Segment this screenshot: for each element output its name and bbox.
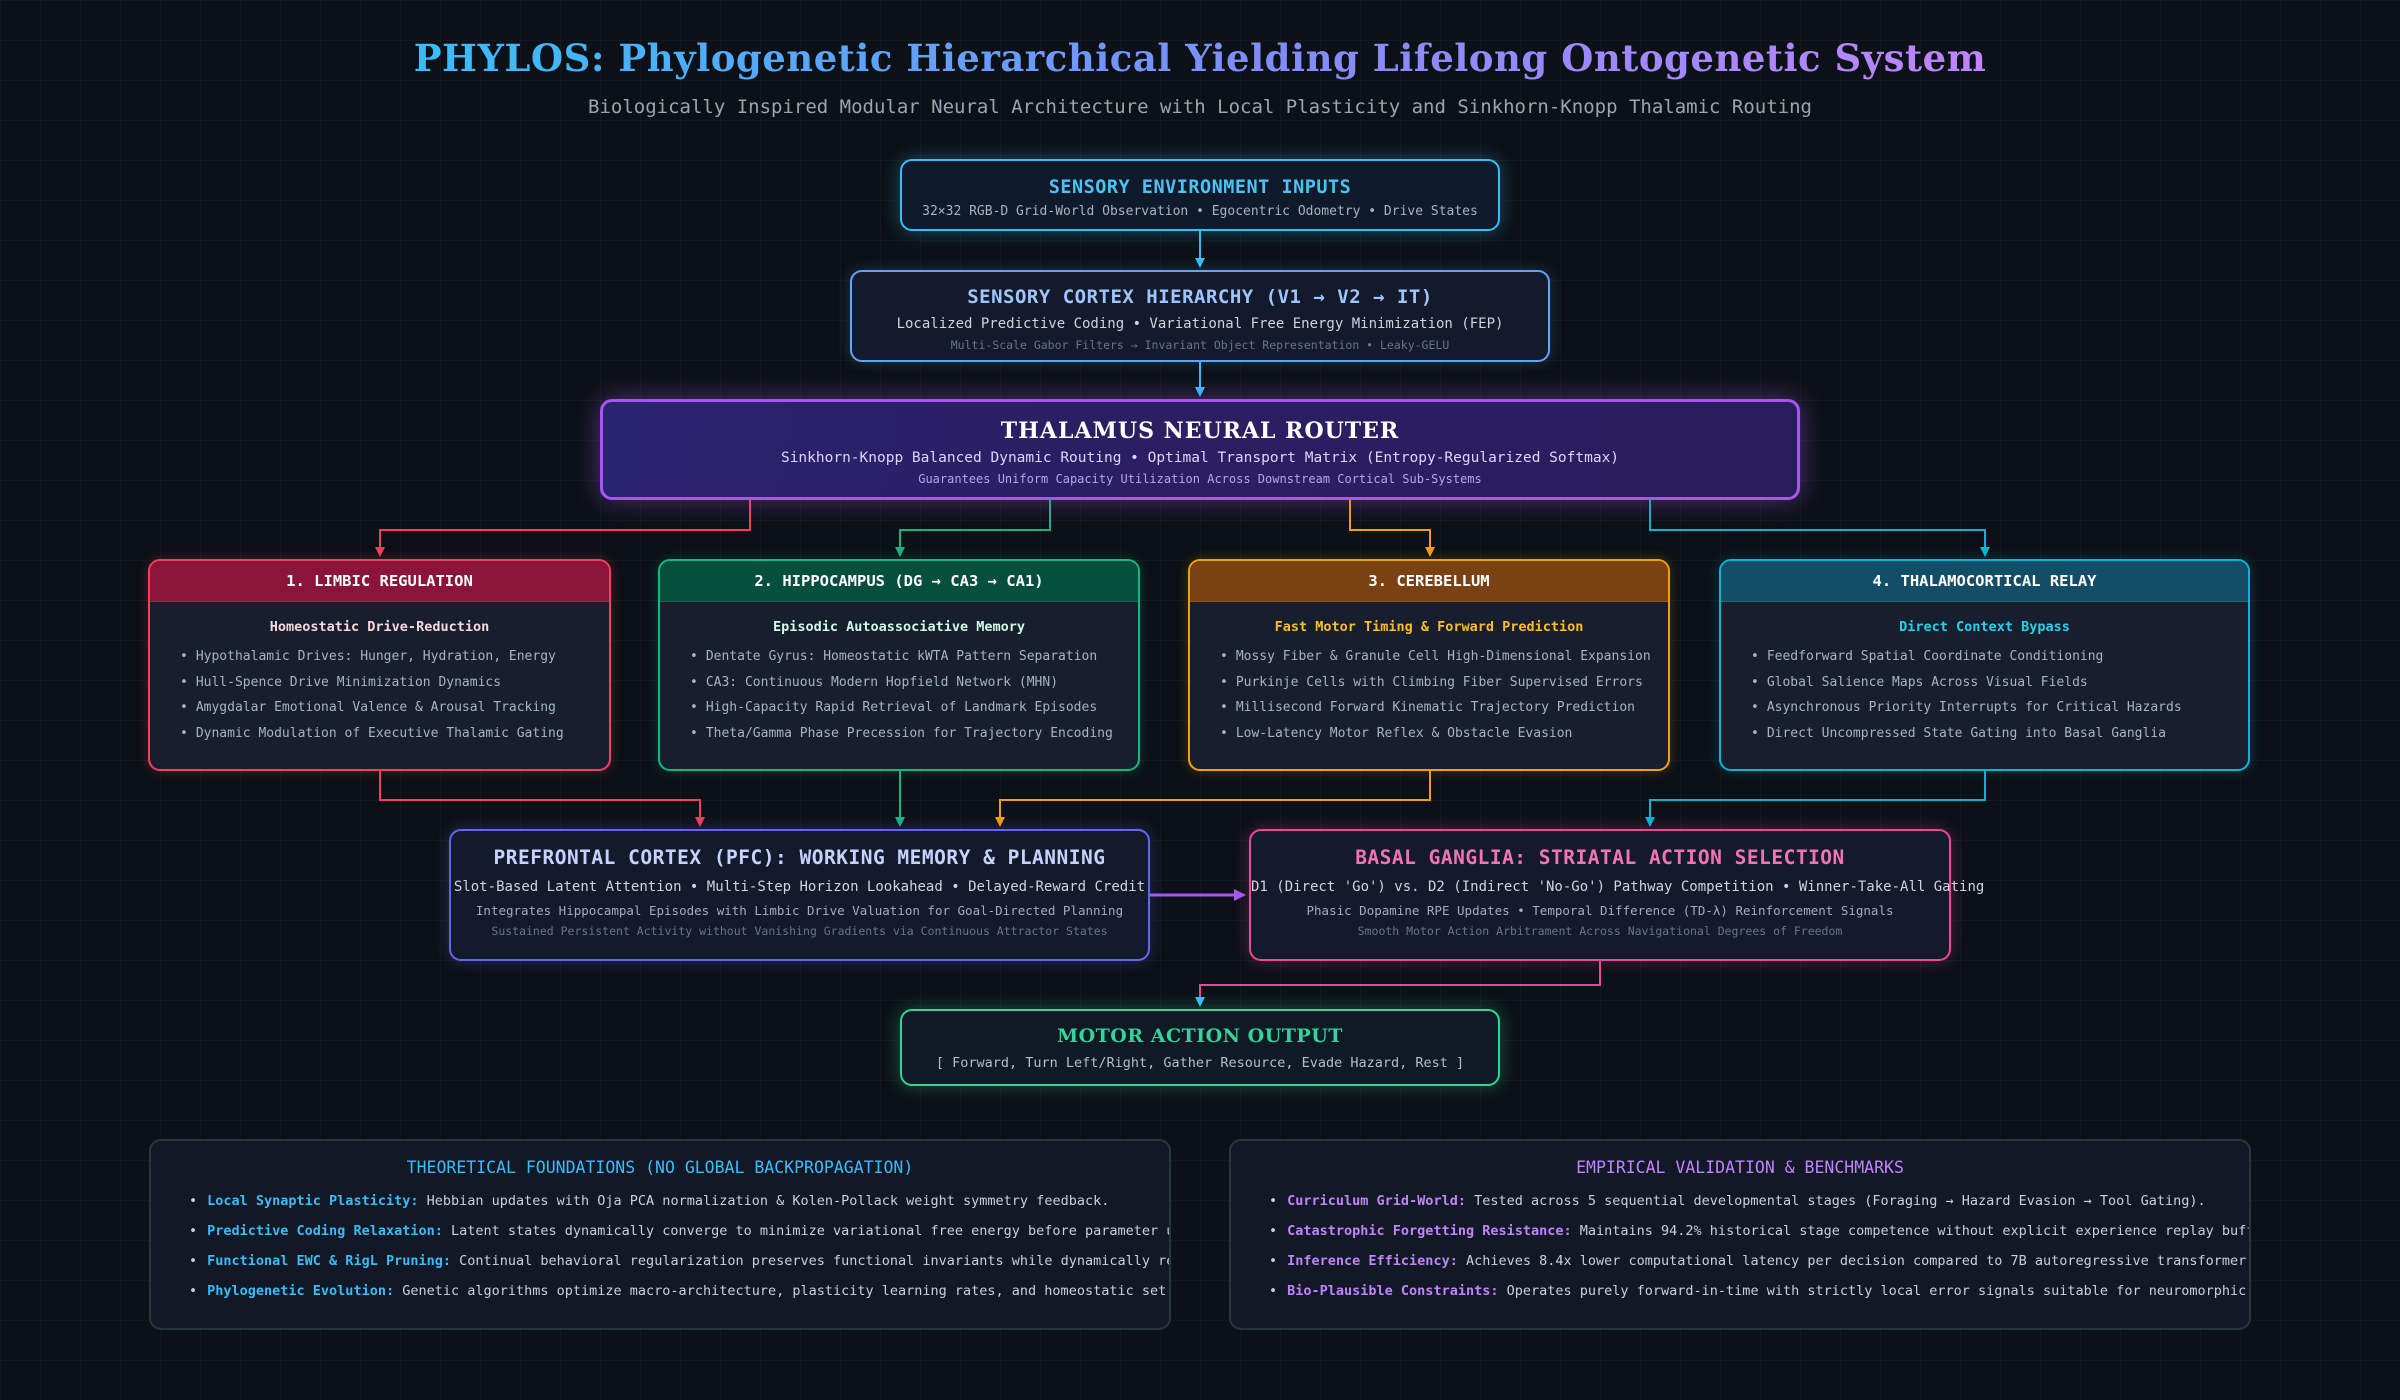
theory-item-key: Functional EWC & RigL Pruning:	[207, 1253, 451, 1269]
module-limbic-card: 1. LIMBIC REGULATION Homeostatic Drive-R…	[148, 559, 611, 771]
list-item: Feedforward Spatial Coordinate Condition…	[1751, 649, 2248, 675]
wire-thalamus-to-relay	[1649, 500, 1990, 557]
list-item: Amygdalar Emotional Valence & Arousal Tr…	[180, 700, 609, 726]
module-relay-title: 4. THALAMOCORTICAL RELAY	[1721, 561, 2248, 602]
motor-output-box: MOTOR ACTION OUTPUT [ Forward, Turn Left…	[900, 1009, 1500, 1086]
theory-list: Local Synaptic Plasticity: Hebbian updat…	[151, 1193, 1169, 1313]
module-hippocampus-list: Dentate Gyrus: Homeostatic kWTA Pattern …	[660, 649, 1138, 751]
pfc-line2: Integrates Hippocampal Episodes with Lim…	[475, 903, 1124, 918]
basal-ganglia-box: BASAL GANGLIA: STRIATAL ACTION SELECTION…	[1249, 829, 1985, 961]
empirical-item-key: Inference Efficiency:	[1287, 1253, 1458, 1269]
empirical-item-key: Bio-Plausible Constraints:	[1287, 1283, 1499, 1299]
empirical-title: EMPIRICAL VALIDATION & BENCHMARKS	[1576, 1158, 1904, 1177]
list-item: Millisecond Forward Kinematic Trajectory…	[1220, 700, 1668, 726]
pfc-title: PREFRONTAL CORTEX (PFC): WORKING MEMORY …	[493, 846, 1106, 869]
wire-thalamus-to-cerebellum	[1349, 500, 1435, 557]
list-item: Predictive Coding Relaxation: Latent sta…	[189, 1223, 1169, 1253]
module-cerebellum-card: 3. CEREBELLUM Fast Motor Timing & Forwar…	[1188, 559, 1670, 771]
list-item: Mossy Fiber & Granule Cell High-Dimensio…	[1220, 649, 1668, 675]
list-item: Local Synaptic Plasticity: Hebbian updat…	[189, 1193, 1169, 1223]
list-item: Theta/Gamma Phase Precession for Traject…	[690, 726, 1138, 752]
module-hippocampus-card: 2. HIPPOCAMPUS (DG → CA3 → CA1) Episodic…	[658, 559, 1140, 771]
theory-item-text: Continual behavioral regularization pres…	[459, 1253, 1169, 1269]
sensory-cortex-title: SENSORY CORTEX HIERARCHY (V1 → V2 → IT)	[967, 286, 1433, 308]
module-relay-subtitle: Direct Context Bypass	[1899, 619, 2070, 635]
list-item: Dynamic Modulation of Executive Thalamic…	[180, 726, 609, 752]
basal-line3: Smooth Motor Action Arbitrament Across N…	[1357, 924, 1843, 938]
list-item: Purkinje Cells with Climbing Fiber Super…	[1220, 675, 1668, 701]
theory-item-key: Predictive Coding Relaxation:	[207, 1223, 443, 1239]
list-item: Low-Latency Motor Reflex & Obstacle Evas…	[1220, 726, 1668, 752]
module-hippocampus-title: 2. HIPPOCAMPUS (DG → CA3 → CA1)	[660, 561, 1138, 602]
list-item: Global Salience Maps Across Visual Field…	[1751, 675, 2248, 701]
list-item: Asynchronous Priority Interrupts for Cri…	[1751, 700, 2248, 726]
empirical-item-text: Maintains 94.2% historical stage compete…	[1579, 1223, 2251, 1239]
module-limbic-subtitle: Homeostatic Drive-Reduction	[269, 619, 490, 635]
list-item: Dentate Gyrus: Homeostatic kWTA Pattern …	[690, 649, 1138, 675]
list-item: High-Capacity Rapid Retrieval of Landmar…	[690, 700, 1138, 726]
prefrontal-cortex-box: PREFRONTAL CORTEX (PFC): WORKING MEMORY …	[449, 829, 1150, 961]
motor-line1: [ Forward, Turn Left/Right, Gather Resou…	[935, 1055, 1465, 1071]
thalamus-line2: Guarantees Uniform Capacity Utilization …	[918, 472, 1482, 486]
thalamus-title: THALAMUS NEURAL ROUTER	[1000, 418, 1400, 444]
module-relay-card: 4. THALAMOCORTICAL RELAY Direct Context …	[1719, 559, 2250, 771]
wire-basal-to-motor	[1195, 961, 1601, 1007]
motor-title: MOTOR ACTION OUTPUT	[1057, 1025, 1343, 1047]
list-item: Hull-Spence Drive Minimization Dynamics	[180, 675, 609, 701]
list-item: Functional EWC & RigL Pruning: Continual…	[189, 1253, 1169, 1283]
list-item: Direct Uncompressed State Gating into Ba…	[1751, 726, 2248, 752]
module-hippocampus-subtitle: Episodic Autoassociative Memory	[773, 619, 1025, 635]
wire-cerebellum-to-pfc	[995, 771, 1431, 827]
sensory-cortex-line2: Multi-Scale Gabor Filters → Invariant Ob…	[950, 338, 1450, 352]
module-limbic-list: Hypothalamic Drives: Hunger, Hydration, …	[150, 649, 609, 751]
list-item: Curriculum Grid-World: Tested across 5 s…	[1269, 1193, 2249, 1223]
sensory-cortex-line1: Localized Predictive Coding • Variationa…	[896, 316, 1504, 332]
wire-thalamus-to-hippocampus	[895, 500, 1051, 557]
list-item: Bio-Plausible Constraints: Operates pure…	[1269, 1283, 2249, 1313]
wire-thalamus-to-limbic	[375, 500, 751, 557]
wire-limbic-to-pfc	[379, 771, 705, 827]
pfc-line1: Slot-Based Latent Attention • Multi-Step…	[453, 879, 1146, 895]
module-relay-list: Feedforward Spatial Coordinate Condition…	[1721, 649, 2248, 751]
sensory-cortex-box: SENSORY CORTEX HIERARCHY (V1 → V2 → IT) …	[850, 270, 1550, 362]
module-cerebellum-title: 3. CEREBELLUM	[1190, 561, 1668, 602]
module-cerebellum-list: Mossy Fiber & Granule Cell High-Dimensio…	[1190, 649, 1668, 751]
theory-item-text: Latent states dynamically converge to mi…	[450, 1223, 1171, 1239]
thalamus-line1: Sinkhorn-Knopp Balanced Dynamic Routing …	[780, 450, 1620, 466]
sensory-environment-box: SENSORY ENVIRONMENT INPUTS 32×32 RGB-D G…	[900, 159, 1500, 231]
list-item: Phylogenetic Evolution: Genetic algorith…	[189, 1283, 1169, 1313]
empirical-validation-panel: EMPIRICAL VALIDATION & BENCHMARKS Curric…	[1229, 1139, 2251, 1330]
empirical-list: Curriculum Grid-World: Tested across 5 s…	[1231, 1193, 2249, 1313]
empirical-item-key: Catastrophic Forgetting Resistance:	[1287, 1223, 1572, 1239]
basal-title: BASAL GANGLIA: STRIATAL ACTION SELECTION	[1355, 846, 1845, 869]
list-item: Catastrophic Forgetting Resistance: Main…	[1269, 1223, 2249, 1253]
theoretical-foundations-panel: THEORETICAL FOUNDATIONS (NO GLOBAL BACKP…	[149, 1139, 1171, 1330]
page-subtitle: Biologically Inspired Modular Neural Arc…	[588, 96, 1812, 118]
sensory-environment-line1: 32×32 RGB-D Grid-World Observation • Ego…	[922, 204, 1478, 219]
pfc-line3: Sustained Persistent Activity without Va…	[491, 924, 1108, 938]
empirical-item-key: Curriculum Grid-World:	[1287, 1193, 1466, 1209]
thalamus-router-box: THALAMUS NEURAL ROUTER Sinkhorn-Knopp Ba…	[600, 399, 1800, 500]
list-item: Inference Efficiency: Achieves 8.4x lowe…	[1269, 1253, 2249, 1283]
page-title: PHYLOS: Phylogenetic Hierarchical Yieldi…	[413, 36, 1987, 80]
module-cerebellum-subtitle: Fast Motor Timing & Forward Prediction	[1274, 619, 1584, 635]
list-item: CA3: Continuous Modern Hopfield Network …	[690, 675, 1138, 701]
theory-item-key: Local Synaptic Plasticity:	[207, 1193, 419, 1209]
basal-line1: D1 (Direct 'Go') vs. D2 (Indirect 'No-Go…	[1251, 879, 1985, 895]
empirical-item-text: Achieves 8.4x lower computational latenc…	[1465, 1253, 2251, 1269]
theory-item-key: Phylogenetic Evolution:	[207, 1283, 395, 1299]
empirical-item-text: Tested across 5 sequential developmental…	[1474, 1193, 2206, 1209]
basal-line2: Phasic Dopamine RPE Updates • Temporal D…	[1306, 903, 1894, 918]
theory-title: THEORETICAL FOUNDATIONS (NO GLOBAL BACKP…	[406, 1158, 914, 1177]
module-limbic-title: 1. LIMBIC REGULATION	[150, 561, 609, 602]
empirical-item-text: Operates purely forward-in-time with str…	[1506, 1283, 2251, 1299]
theory-item-text: Genetic algorithms optimize macro-archit…	[402, 1283, 1171, 1299]
theory-item-text: Hebbian updates with Oja PCA normalizati…	[426, 1193, 1110, 1209]
sensory-environment-title: SENSORY ENVIRONMENT INPUTS	[1048, 177, 1352, 198]
wire-relay-to-basal	[1645, 771, 1986, 827]
list-item: Hypothalamic Drives: Hunger, Hydration, …	[180, 649, 609, 675]
